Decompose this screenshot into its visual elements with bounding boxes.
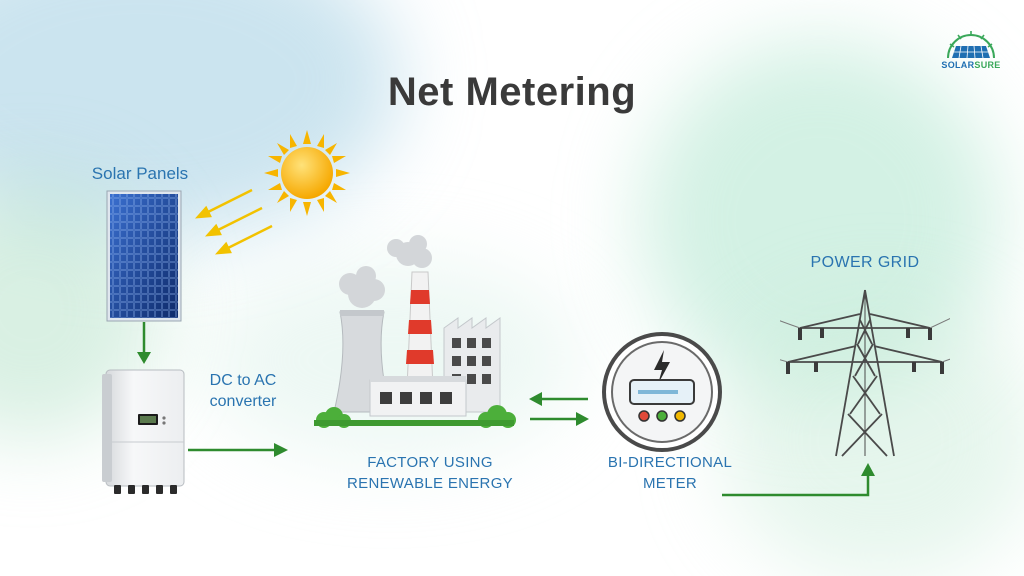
arrow-inverter-to-factory (188, 443, 288, 457)
meter-label: BI-DIRECTIONAL METER (585, 452, 755, 494)
solar-panels-label: Solar Panels (91, 164, 189, 183)
converter-label-line2: converter (209, 393, 277, 410)
factory-label-line2: RENEWABLE ENERGY (347, 475, 513, 492)
inverter-icon (102, 369, 185, 494)
sunlight-arrows (194, 188, 273, 255)
page-title: Net Metering (387, 70, 637, 114)
sun-icon (264, 130, 350, 216)
arrow-meter-to-grid (722, 463, 875, 497)
power-grid-label: POWER GRID (810, 254, 920, 271)
bidirectional-arrows (529, 392, 589, 426)
logo-text-sure: SURE (974, 60, 1001, 70)
bidirectional-meter-icon (602, 332, 722, 452)
arrow-panel-to-inverter (137, 322, 151, 364)
solarsure-logo-icon (947, 31, 995, 59)
power-grid-tower-icon (780, 289, 950, 457)
factory-icon (314, 235, 516, 428)
factory-label-line1: FACTORY USING (367, 454, 493, 471)
converter-label-line1: DC to AC (209, 372, 277, 389)
logo-wordmark: SOLARSURE (936, 60, 1006, 70)
factory-label: FACTORY USING RENEWABLE ENERGY (330, 452, 530, 494)
solar-panel-icon (106, 190, 182, 322)
meter-label-line1: BI-DIRECTIONAL (607, 454, 733, 471)
converter-label: DC to AC converter (188, 370, 298, 412)
meter-label-line2: METER (643, 475, 697, 492)
logo-text-solar: SOLAR (941, 60, 975, 70)
